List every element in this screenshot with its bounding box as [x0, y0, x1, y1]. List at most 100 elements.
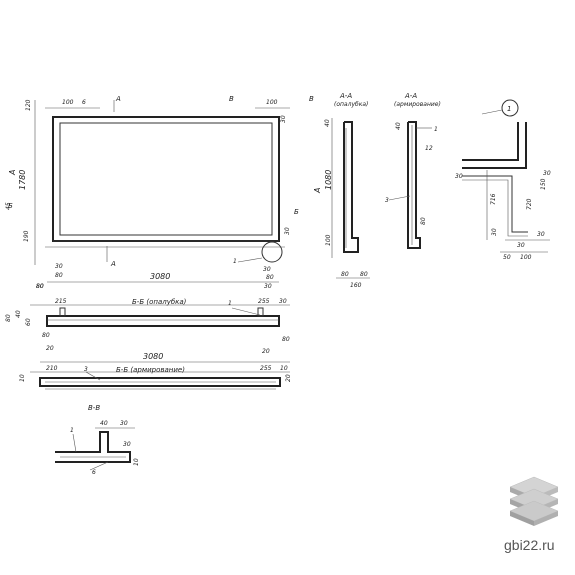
dim-length-total: 3080: [150, 272, 170, 281]
section-bb2-total: 3080: [143, 352, 163, 361]
section-aa-2-bottom: 80: [420, 217, 427, 225]
section-bb2-slab: [39, 377, 281, 387]
section-bb2-dim-right: 255: [260, 365, 272, 372]
leader-line: [72, 433, 77, 453]
section-bb-dim-b80r: 80: [282, 336, 290, 343]
section-bb-rib-right: [257, 307, 264, 317]
section-bb-dim-b20r: 20: [262, 348, 270, 355]
section-aa-1-title: А-А: [339, 92, 352, 100]
plan-view: 100 100 6 А А В В Б Б 120 1780 А 190 45 …: [5, 95, 314, 290]
marker-b-right: Б: [294, 208, 299, 216]
section-aa-1-profile: [343, 121, 359, 253]
section-aa-2-leader-3: 3: [385, 197, 389, 204]
section-aa-2-mid: 12: [425, 145, 433, 152]
section-bb-rib-left: [59, 307, 66, 317]
section-bb-dim-l40: 40: [15, 310, 22, 318]
detail-1-dim-j: 100: [520, 254, 532, 261]
section-aa-1-bottom: 100: [325, 234, 332, 246]
marker-a-left: А: [8, 170, 17, 176]
dim-right-30c: 30: [264, 283, 272, 290]
section-aa-2-leader-1: 1: [434, 126, 438, 133]
dim-right-bottom-30: 30: [263, 266, 271, 273]
dim-left-30: 30: [55, 263, 63, 270]
section-bb-dim-l60: 60: [25, 318, 32, 326]
detail-1-profile-2: [462, 122, 527, 169]
panel-outline: [52, 116, 280, 242]
section-aa-1-height: 1080: [324, 170, 333, 190]
section-aa-1-marker: А: [313, 188, 322, 194]
section-bb-dim-l80: 80: [5, 314, 12, 322]
marker-v-right: В: [309, 95, 314, 103]
leader-1-label: 1: [233, 258, 237, 265]
detail-1-profile: [462, 122, 519, 161]
dim-left-80: 80: [55, 272, 63, 279]
section-bb-reinforcement: 3080 210 255 10 20 10 Б-Б (армирование) …: [19, 352, 292, 390]
detail-1-dim-e: 150: [540, 178, 547, 190]
section-vv-profile: [55, 431, 131, 463]
detail-1-dim-a: 30: [455, 173, 463, 180]
section-bb-formwork-title: Б-Б (опалубка): [132, 298, 187, 306]
detail-1-marker: 1: [507, 105, 511, 113]
section-vv-dim-b: 30: [120, 420, 128, 427]
section-bb-formwork: 215 255 30 Б-Б (опалубка) 1 80 40 60 80 …: [5, 298, 290, 355]
section-aa-reinforcement: А-А (армирование) 40 12 80 1 3: [385, 92, 441, 249]
section-bb2-dim-r20: 20: [285, 374, 292, 382]
section-aa-formwork: А-А (опалубка) 40 1080 А 100 80 80 160: [313, 92, 370, 289]
leader-1-line: [237, 257, 263, 263]
section-bb-dim-left: 215: [55, 298, 67, 305]
dim-top-height: 120: [25, 99, 32, 111]
section-aa-1-top: 40: [324, 119, 331, 127]
dim-top-offset-right: 100: [266, 99, 278, 106]
dim-right-30b: 30: [284, 227, 291, 235]
section-vv: В-В 40 30 30 10 1 6: [55, 404, 140, 476]
watermark-logo-layer-bottom-side-l: [510, 511, 534, 526]
leader-3-line-aa2: [388, 195, 411, 201]
leader-line: [231, 307, 261, 316]
leader-line: [85, 371, 101, 381]
section-aa-2-title: А-А: [404, 92, 417, 100]
section-vv-leader-6: 6: [92, 469, 96, 476]
detail-1-marker-circle: [501, 99, 519, 117]
detail-1-rebar-2: [462, 179, 528, 237]
detail-1-callout-circle: [261, 241, 283, 263]
section-vv-leader-1: 1: [70, 427, 74, 434]
section-aa-1-w1: 80: [341, 271, 349, 278]
detail-1-dim-h: 30: [517, 242, 525, 249]
section-aa-1-w2: 80: [360, 271, 368, 278]
section-aa-2-profile: [407, 121, 421, 249]
dim-height-total: 1780: [18, 170, 27, 190]
detail-1-dim-c: 30: [491, 228, 498, 236]
detail-1-dim-f: 30: [543, 170, 551, 177]
section-bb-dim-r30: 30: [279, 298, 287, 305]
section-vv-title: В-В: [88, 404, 100, 412]
section-bb-dim-right: 255: [258, 298, 270, 305]
section-vv-dim-c: 30: [123, 441, 131, 448]
detail-1-dim-b: 716: [490, 193, 497, 205]
panel-inner-outline: [59, 122, 273, 236]
detail-1-dim-d: 720: [526, 198, 533, 210]
marker-b-left: Б: [8, 202, 13, 210]
leader-6-label: 6: [82, 99, 86, 106]
watermark-text[interactable]: gbi22.ru: [504, 537, 555, 553]
section-bb-dim-b80: 80: [42, 332, 50, 339]
section-aa-1-w3: 160: [350, 282, 362, 289]
dim-right-bottom-80: 80: [266, 274, 274, 281]
leader-line: [89, 461, 109, 471]
dim-45: 45: [5, 202, 12, 210]
dim-top-offset: 100: [62, 99, 74, 106]
section-aa-2-subtitle: (армирование): [394, 101, 441, 108]
section-aa-2-top: 40: [395, 122, 402, 130]
section-bb2-dim-left: 210: [46, 365, 58, 372]
detail-1-leader: [481, 109, 503, 115]
section-bb-leader-1: 1: [228, 300, 232, 307]
dim-bottom-height: 190: [23, 230, 30, 242]
watermark-logo: gbi22.ru: [504, 476, 559, 553]
dim-left-80b: 80: [36, 283, 44, 290]
marker-v-left: В: [229, 95, 234, 103]
section-bb-slab: [46, 315, 280, 327]
section-bb-dim-b20: 20: [46, 345, 54, 352]
section-bb2-leader-3: 3: [84, 366, 88, 373]
section-aa-1-subtitle: (опалубка): [334, 101, 368, 108]
section-bb2-dim-l10: 10: [19, 374, 26, 382]
